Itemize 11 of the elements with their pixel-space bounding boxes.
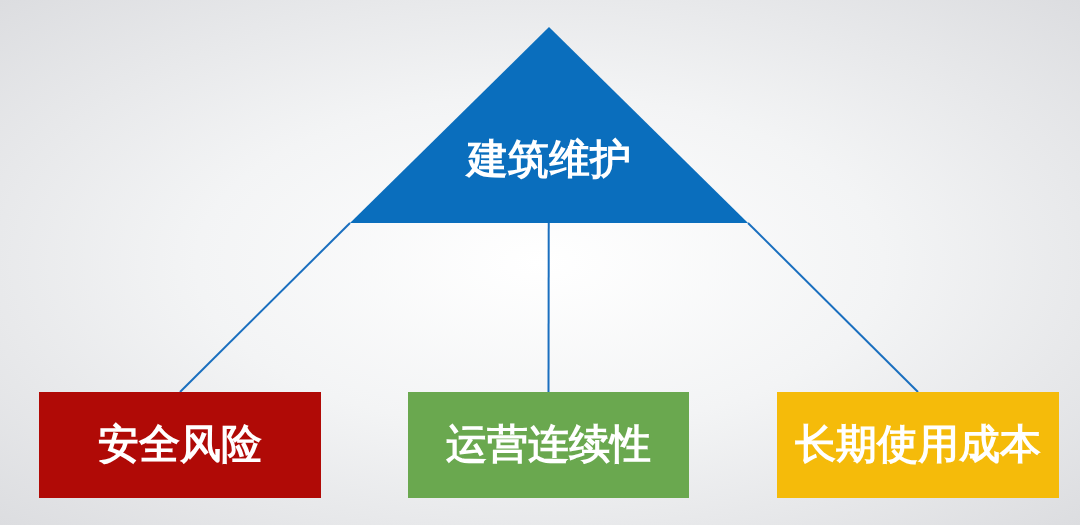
connector-line [179, 222, 351, 393]
process-box [408, 392, 689, 498]
node-label: 长期使用成本 [795, 420, 1041, 470]
node-label: 运营连续性 [446, 420, 651, 470]
connector-line [747, 222, 919, 393]
process-box [777, 392, 1059, 498]
node-label: 建筑维护 [464, 135, 632, 185]
process-box [39, 392, 321, 498]
triangle-node [350, 27, 748, 223]
node-label: 安全风险 [98, 420, 262, 470]
connector-line [547, 222, 550, 393]
